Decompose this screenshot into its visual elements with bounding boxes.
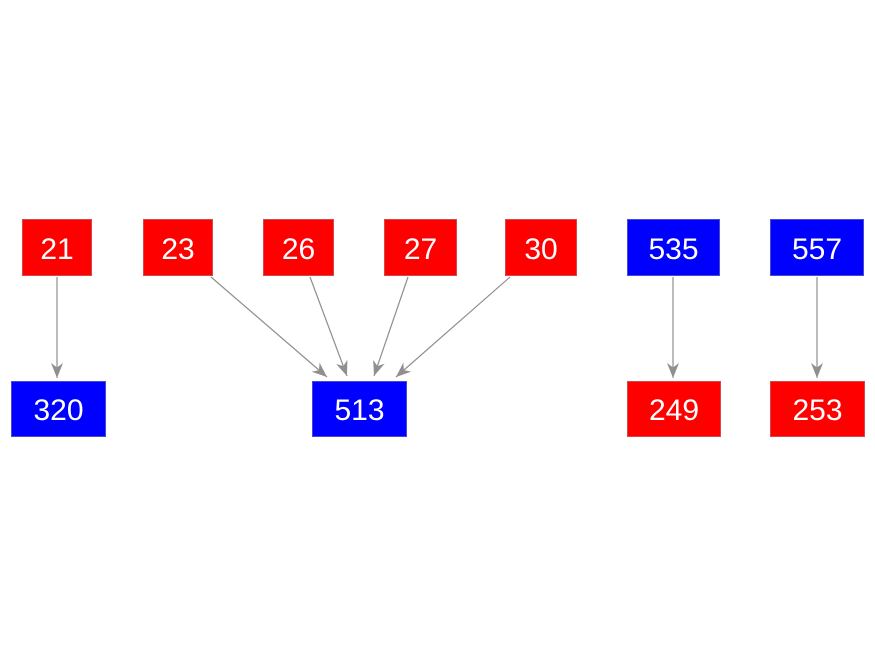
edge-26-to-513: [309, 276, 348, 377]
edge-23-to-513: [210, 276, 328, 378]
node-label: 27: [403, 232, 438, 266]
node-label: 26: [281, 232, 316, 266]
node-label: 23: [161, 232, 195, 266]
node-label: 21: [40, 232, 74, 266]
node-label: 249: [648, 394, 700, 427]
node-26: 26: [263, 219, 334, 276]
node-27: 27: [384, 219, 457, 276]
node-249: 249: [627, 381, 721, 437]
node-21: 21: [22, 219, 92, 276]
node-label: 557: [791, 232, 843, 266]
node-557: 557: [770, 219, 864, 276]
edge-30-to-513: [395, 276, 511, 378]
node-label: 30: [524, 232, 558, 266]
edge-27-to-513: [373, 276, 409, 377]
edge-group: [51, 276, 823, 378]
node-label: 513: [334, 394, 385, 427]
node-label: 320: [33, 394, 84, 427]
node-535: 535: [627, 219, 720, 276]
node-513: 513: [312, 381, 407, 437]
node-23: 23: [143, 219, 213, 276]
node-label: 535: [648, 232, 699, 266]
node-30: 30: [505, 219, 577, 276]
node-253: 253: [770, 381, 865, 437]
node-320: 320: [11, 381, 106, 437]
node-label: 253: [792, 394, 843, 427]
